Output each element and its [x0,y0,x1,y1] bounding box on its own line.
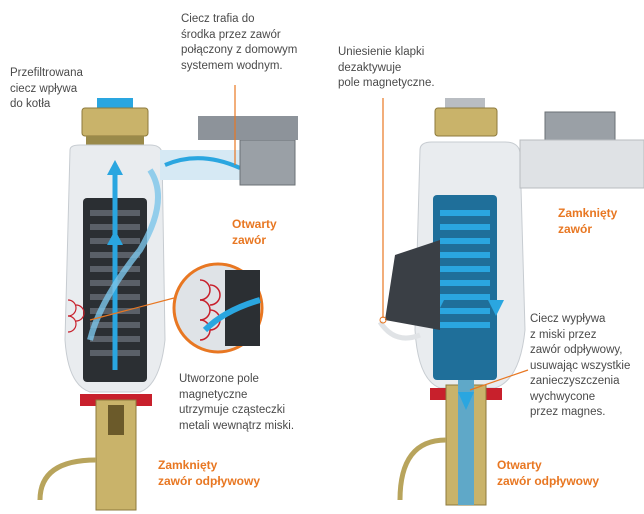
liquid-enters-label: Ciecz trafia do środka przez zawór połąc… [181,13,298,72]
closed-drain-label: Zamknięty zawór odpływowy [158,458,261,488]
top-nut [81,107,149,137]
lift-flap-label: Uniesienie klapki dezaktywuje pole magne… [338,46,435,89]
open-drain-label: Otwarty zawór odpływowy [497,458,600,488]
right-filter [377,98,644,506]
closed-valve-label: Zamknięty zawór [558,206,618,236]
lifted-flap [385,240,440,330]
left-filter [37,85,298,511]
top-nut-right [434,107,498,137]
filtered-inflow-label: Przefiltrowana ciecz wpływa do kotła [10,67,83,110]
inlet-valve [239,139,296,186]
liquid-drains-label: Ciecz wypływa z miski przez zawór odpływ… [530,313,631,418]
inlet-valve-closed [544,111,616,141]
open-valve-label: Otwarty zawór [232,217,277,247]
inlet-pipe [160,150,240,180]
magnetic-field-label: Utworzone pole magnetyczne utrzymuje czą… [179,373,295,432]
